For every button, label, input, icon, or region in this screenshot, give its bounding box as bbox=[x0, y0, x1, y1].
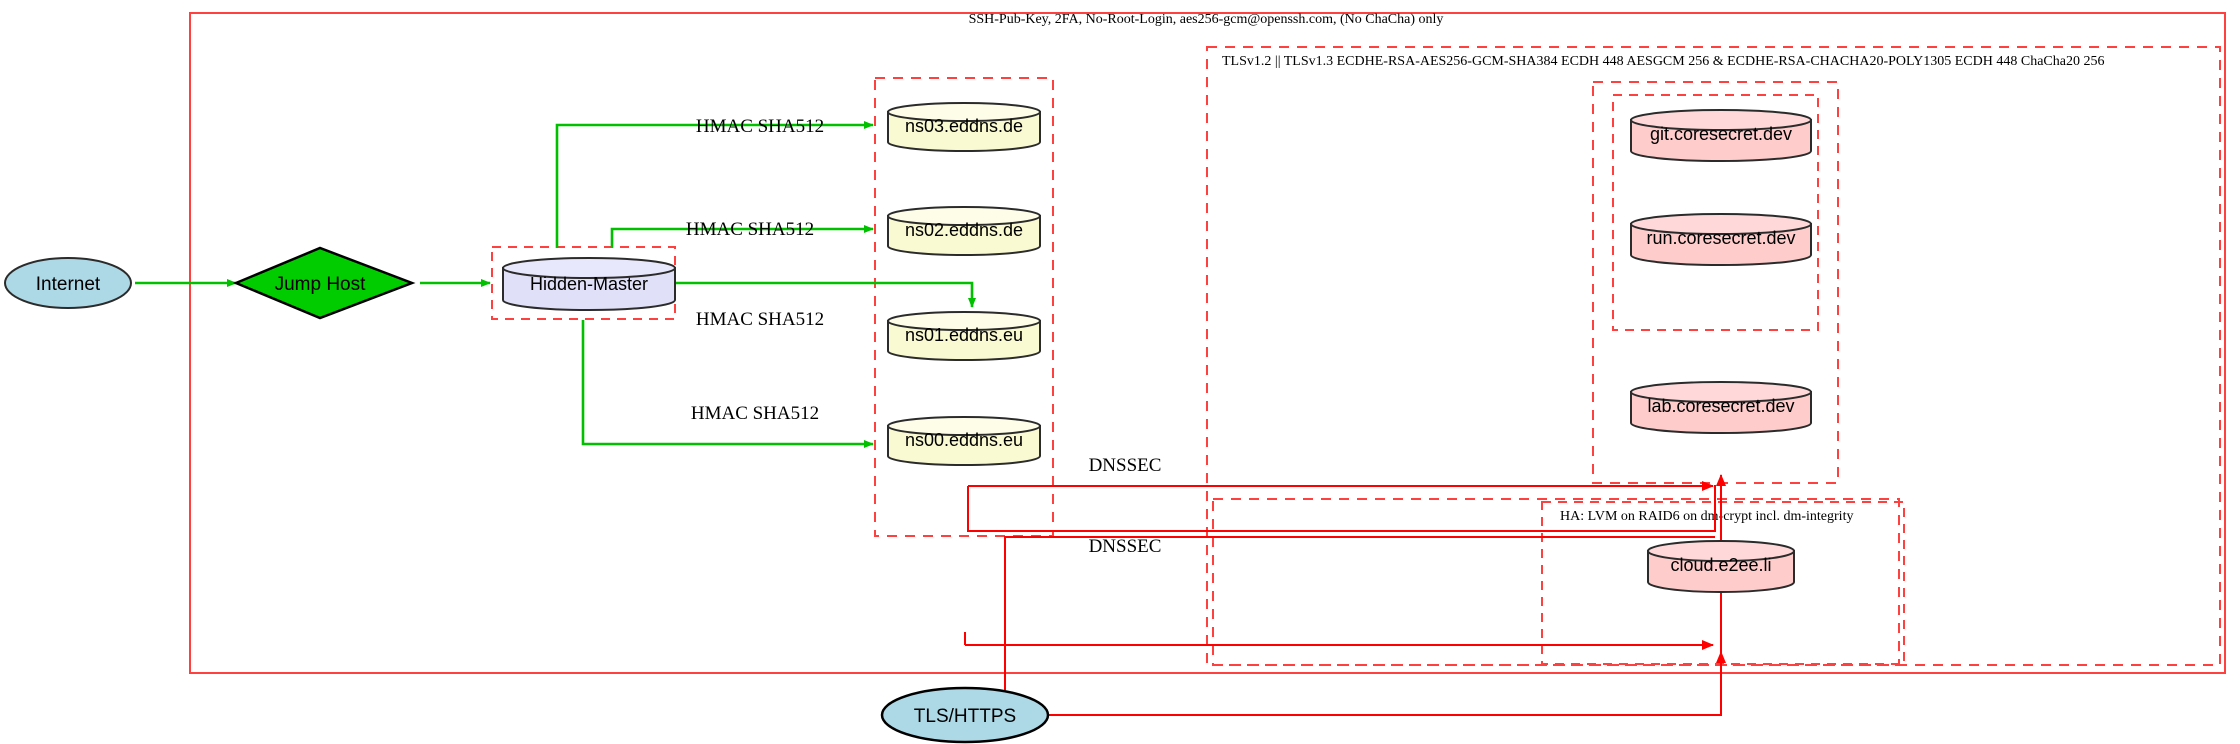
node-git-coresecret-label: git.coresecret.dev bbox=[1650, 124, 1792, 144]
edge-master-ns03 bbox=[555, 121, 874, 248]
edge-label-dnssec-upper: DNSSEC bbox=[1089, 455, 1162, 476]
node-hidden-master-label: Hidden-Master bbox=[530, 274, 648, 294]
node-run-coresecret-label: run.coresecret.dev bbox=[1646, 228, 1795, 248]
edge-dnssec-lower bbox=[1004, 536, 1715, 632]
node-internet-label: Internet bbox=[36, 274, 101, 295]
node-ns00-label: ns00.eddns.eu bbox=[905, 430, 1023, 450]
nameserver-cluster-box bbox=[874, 77, 1054, 537]
node-tls-https[interactable]: TLS/HTTPS bbox=[880, 686, 1050, 744]
ha-cluster-label: HA: LVM on RAID6 on dm-crypt incl. dm-in… bbox=[1560, 509, 1853, 524]
node-jump-host[interactable]: Jump Host bbox=[232, 246, 416, 320]
edge-label-hmac-ns02: HMAC SHA512 bbox=[686, 219, 814, 240]
node-cloud-e2ee-label: cloud.e2ee.li bbox=[1670, 555, 1771, 575]
edge-master-ns00 bbox=[581, 320, 874, 448]
ssh-boundary-box bbox=[189, 12, 2226, 674]
node-cloud-e2ee[interactable]: cloud.e2ee.li bbox=[1647, 540, 1795, 593]
node-jump-host-label: Jump Host bbox=[275, 274, 367, 295]
node-tls-https-label: TLS/HTTPS bbox=[914, 706, 1016, 727]
ssh-boundary-label: SSH-Pub-Key, 2FA, No-Root-Login, aes256-… bbox=[969, 12, 1444, 27]
edge-label-dnssec-lower: DNSSEC bbox=[1089, 536, 1162, 557]
tls-boundary-label: TLSv1.2 || TLSv1.3 ECDHE-RSA-AES256-GCM-… bbox=[1222, 54, 2104, 69]
edge-label-hmac-ns01: HMAC SHA512 bbox=[696, 309, 824, 330]
node-run-coresecret[interactable]: run.coresecret.dev bbox=[1630, 213, 1812, 266]
edge-master-ns02 bbox=[610, 225, 874, 248]
edge-tls-right bbox=[1048, 700, 1722, 716]
node-git-coresecret[interactable]: git.coresecret.dev bbox=[1630, 109, 1812, 162]
node-ns03[interactable]: ns03.eddns.de bbox=[887, 102, 1041, 152]
node-hidden-master[interactable]: Hidden-Master bbox=[502, 257, 676, 311]
ha-inner-box bbox=[1541, 501, 1905, 665]
node-ns02-label: ns02.eddns.de bbox=[905, 220, 1023, 240]
edge-dnssec-upper bbox=[967, 485, 1716, 532]
edge-label-hmac-ns00: HMAC SHA512 bbox=[691, 403, 819, 424]
node-ns01[interactable]: ns01.eddns.eu bbox=[887, 311, 1041, 361]
node-lab-coresecret[interactable]: lab.coresecret.dev bbox=[1630, 381, 1812, 434]
edge-label-hmac-ns03: HMAC SHA512 bbox=[696, 116, 824, 137]
node-ns03-label: ns03.eddns.de bbox=[905, 116, 1023, 136]
node-ns01-label: ns01.eddns.eu bbox=[905, 325, 1023, 345]
node-ns00[interactable]: ns00.eddns.eu bbox=[887, 416, 1041, 466]
node-ns02[interactable]: ns02.eddns.de bbox=[887, 206, 1041, 256]
coresecret-inner-box bbox=[1612, 94, 1819, 331]
node-lab-coresecret-label: lab.coresecret.dev bbox=[1647, 396, 1794, 416]
tls-boundary-box bbox=[1206, 46, 2221, 666]
edge-master-ns01 bbox=[675, 281, 976, 308]
node-internet[interactable]: Internet bbox=[4, 257, 132, 309]
